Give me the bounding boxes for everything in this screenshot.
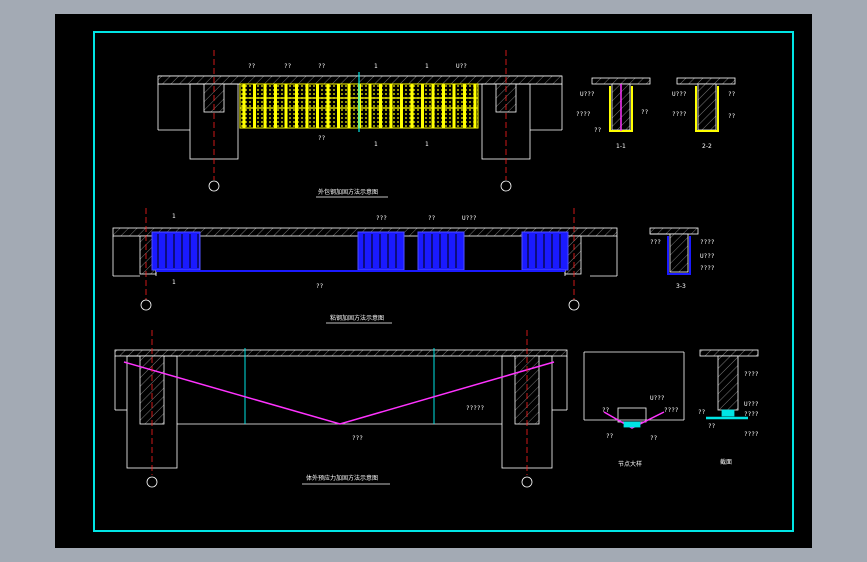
d2-caption: 截面 xyxy=(720,458,732,466)
d2-label: ???? xyxy=(744,371,759,378)
drawing-frame xyxy=(93,31,794,532)
detail-section xyxy=(699,349,759,420)
top-label: U?? xyxy=(456,63,467,70)
top-label: ?? xyxy=(318,63,326,70)
middle-caption: 粘钢加固方法示意图 xyxy=(330,314,384,322)
s11-label: ?? xyxy=(641,109,649,116)
bottom-label: ??? xyxy=(352,435,363,442)
s33-caption: 3-3 xyxy=(676,283,686,290)
axis-lines-bottom xyxy=(151,330,528,475)
d2-label: ???? xyxy=(744,431,759,438)
s11-label: ?? xyxy=(594,127,602,134)
s22-label: ?? xyxy=(728,91,736,98)
s22-label: ?? xyxy=(728,113,736,120)
top-label: ?? xyxy=(284,63,292,70)
top-label: ?? xyxy=(248,63,256,70)
section-2-2 xyxy=(676,77,736,132)
bottom-caption: 体外预应力加固方法示意图 xyxy=(306,474,378,482)
s11-label: U??? xyxy=(580,91,595,98)
d1-caption: 节点大样 xyxy=(618,460,642,468)
detail-node xyxy=(583,351,685,429)
s11-label: ???? xyxy=(576,111,591,118)
s22-label: U??? xyxy=(672,91,687,98)
axis-bubble-icon xyxy=(521,476,533,488)
d1-label: ?? xyxy=(602,407,610,414)
middle-label: ?? xyxy=(428,215,436,222)
middle-label: ??? xyxy=(376,215,387,222)
middle-label: U??? xyxy=(462,215,477,222)
section-3-3 xyxy=(649,227,699,275)
d2-label: ?? xyxy=(708,423,716,430)
section-mark: 1 xyxy=(374,141,378,148)
top-label: ?? xyxy=(318,135,326,142)
axis-bubble-icon xyxy=(568,299,580,311)
axis-bubble-icon xyxy=(140,299,152,311)
axis-bubble-icon xyxy=(146,476,158,488)
axis-lines-top xyxy=(213,50,507,180)
d1-label: U??? xyxy=(650,395,665,402)
s22-label: ???? xyxy=(672,111,687,118)
axis-bubble-icon xyxy=(208,180,220,192)
d1-label: ?? xyxy=(650,435,658,442)
bottom-label: ????? xyxy=(466,405,484,412)
d2-label: ???? xyxy=(744,411,759,418)
steel-cage xyxy=(239,72,479,132)
s33-label: ???? xyxy=(700,239,715,246)
d2-label: U??? xyxy=(744,401,759,408)
section-mark: 1 xyxy=(172,279,176,286)
section-mark: 1 xyxy=(425,63,429,70)
s22-caption: 2-2 xyxy=(702,143,712,150)
d1-label: ???? xyxy=(664,407,679,414)
prestress-cable xyxy=(123,361,555,425)
s33-label: U??? xyxy=(700,253,715,260)
top-caption: 外包钢加固方法示意图 xyxy=(318,188,378,196)
axis-lines-middle xyxy=(145,208,575,300)
middle-label: ?? xyxy=(316,283,324,290)
section-mark: 1 xyxy=(172,213,176,220)
section-mark: 1 xyxy=(425,141,429,148)
s11-caption: 1-1 xyxy=(616,143,626,150)
s33-label: ???? xyxy=(700,265,715,272)
section-mark: 1 xyxy=(374,63,378,70)
d1-label: ?? xyxy=(606,433,614,440)
struts xyxy=(244,348,435,424)
s33-label: ??? xyxy=(650,239,661,246)
d2-label: ?? xyxy=(698,409,706,416)
section-1-1 xyxy=(591,77,651,132)
axis-bubble-icon xyxy=(500,180,512,192)
carbon-fiber-wraps xyxy=(151,231,569,272)
